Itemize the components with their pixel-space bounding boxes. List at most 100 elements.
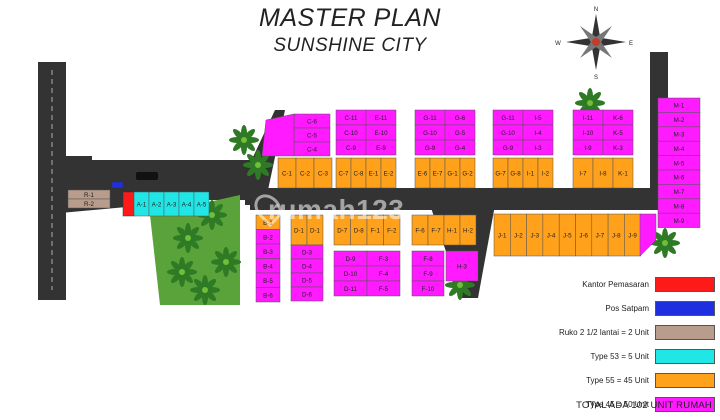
plot-lot: M-5 — [657, 155, 701, 171]
plot-lot: D-6 — [290, 286, 324, 302]
palm-tree-icon — [229, 125, 259, 155]
plot-lot: F-4 — [366, 265, 401, 282]
plot-lot: B-3 — [255, 243, 281, 259]
car-icon — [136, 172, 158, 180]
legend-item: Type 53 = 5 Unit — [520, 344, 715, 368]
plot-label: G-9 — [503, 145, 514, 152]
plot-lot: I-1 — [522, 157, 539, 189]
plot-lot: I-7 — [572, 157, 594, 189]
plot-lot: G-6 — [444, 109, 476, 126]
plot-lot: G-8 — [507, 157, 524, 189]
plot-label: B-6 — [263, 292, 273, 299]
plot-label: C-5 — [307, 133, 318, 140]
plot-label: D-6 — [302, 292, 313, 299]
plot-lot: I-8 — [592, 157, 614, 189]
plot-lot: E-10 — [365, 124, 397, 141]
plot-label: G-11 — [501, 115, 515, 122]
compass-label: E — [629, 41, 633, 47]
plot-lot: J-1 — [493, 213, 511, 257]
legend-item: Type 55 = 45 Unit — [520, 368, 715, 392]
plot-label: E-9 — [376, 145, 386, 152]
plot-lot: C-3 — [313, 157, 333, 189]
plot-label: R-1 — [84, 192, 95, 199]
palm-tree-icon — [243, 150, 273, 180]
plot-lot: G-10 — [492, 124, 524, 141]
plot-label: B-1 — [263, 220, 273, 227]
plot-label: E-1 — [369, 171, 379, 178]
plot-label: J-4 — [547, 233, 556, 240]
garden-border — [244, 205, 250, 305]
plot-lot: H-3 — [445, 250, 479, 282]
plot-label: R-2 — [84, 201, 95, 208]
plot-label: G-1 — [447, 171, 458, 178]
plot-lot: E-9 — [365, 139, 397, 156]
plot-lot: K-6 — [602, 109, 634, 126]
plot-label: I-8 — [599, 171, 607, 178]
plot-lot: D-10 — [333, 265, 368, 282]
plot-lot: G-11 — [492, 109, 524, 126]
plot-lot: B-5 — [255, 272, 281, 288]
plot-label: A-1 — [137, 202, 147, 209]
plot-lot: J-3 — [526, 213, 544, 257]
plot-lot: B-6 — [255, 287, 281, 303]
plot-lot: I-10 — [572, 124, 604, 141]
plot-lot: G-9 — [492, 139, 524, 156]
legend-label: Type 53 = 5 Unit — [590, 351, 649, 361]
legend-label: Pos Satpam — [605, 303, 649, 313]
plot-lot: E-7 — [429, 157, 446, 189]
plot-lot: R-1 — [67, 189, 111, 200]
legend-label: Type 45 = 50 Unit — [586, 399, 649, 409]
plot-label: D-5 — [302, 278, 313, 285]
legend-item: Pos Satpam — [520, 296, 715, 320]
pos-satpam — [111, 181, 124, 189]
plot-label: C-6 — [307, 119, 318, 126]
plot-label: D-4 — [302, 264, 313, 271]
plot-lot: K-3 — [602, 139, 634, 156]
plot-lot: I-4 — [522, 124, 554, 141]
plot-lot: M-7 — [657, 184, 701, 200]
plot-lot: E-1 — [365, 157, 382, 189]
plot-label: I-4 — [534, 130, 542, 137]
plot-label: G-2 — [462, 171, 473, 178]
plot-label: M-8 — [674, 204, 685, 211]
compass-label: N — [594, 7, 598, 13]
plot-lot: K-1 — [612, 157, 634, 189]
plot-lot: I-11 — [572, 109, 604, 126]
legend-swatch — [655, 300, 715, 316]
plot-lot: C-10 — [335, 124, 367, 141]
plot-lot: M-1 — [657, 97, 701, 113]
plot-label: J-6 — [579, 233, 588, 240]
plot-lot: C-4 — [293, 141, 331, 157]
plot-label: F-6 — [415, 228, 425, 235]
plot-lot: J-9 — [624, 213, 641, 257]
plot-label: C-2 — [300, 171, 311, 178]
plot-label: J-9 — [628, 233, 637, 240]
plot-lot: D-5 — [290, 272, 324, 288]
plot-lot: G-5 — [444, 124, 476, 141]
legend-item: Kantor Pemasaran — [520, 272, 715, 296]
compass-label: S — [594, 75, 598, 81]
plot-label: D-11 — [344, 286, 358, 293]
plot-lot: F-5 — [366, 280, 401, 297]
plot-lot: A-4 — [178, 191, 195, 217]
palm-tree-icon — [190, 275, 220, 305]
green-areas — [150, 88, 680, 305]
plot-label: J-8 — [612, 233, 621, 240]
plot-label: F-9 — [423, 271, 433, 278]
plot-label: G-10 — [423, 130, 437, 137]
plot-lot: F-3 — [366, 250, 401, 267]
legend-item: Type 45 = 50 Unit — [520, 392, 715, 416]
road-segment — [92, 160, 262, 200]
plot-label: M-1 — [674, 103, 685, 110]
map-title: MASTER PLAN — [259, 4, 441, 32]
plot-lot: H-1 — [443, 214, 461, 246]
palm-tree-icon — [211, 247, 241, 277]
plot-lot: D-11 — [333, 280, 368, 297]
plot-lot: B-4 — [255, 258, 281, 274]
plot-lot: D-4 — [290, 258, 324, 274]
plot-label: H-3 — [457, 264, 468, 271]
plot-label: I-3 — [534, 145, 542, 152]
plot-lot: F-8 — [411, 250, 445, 267]
